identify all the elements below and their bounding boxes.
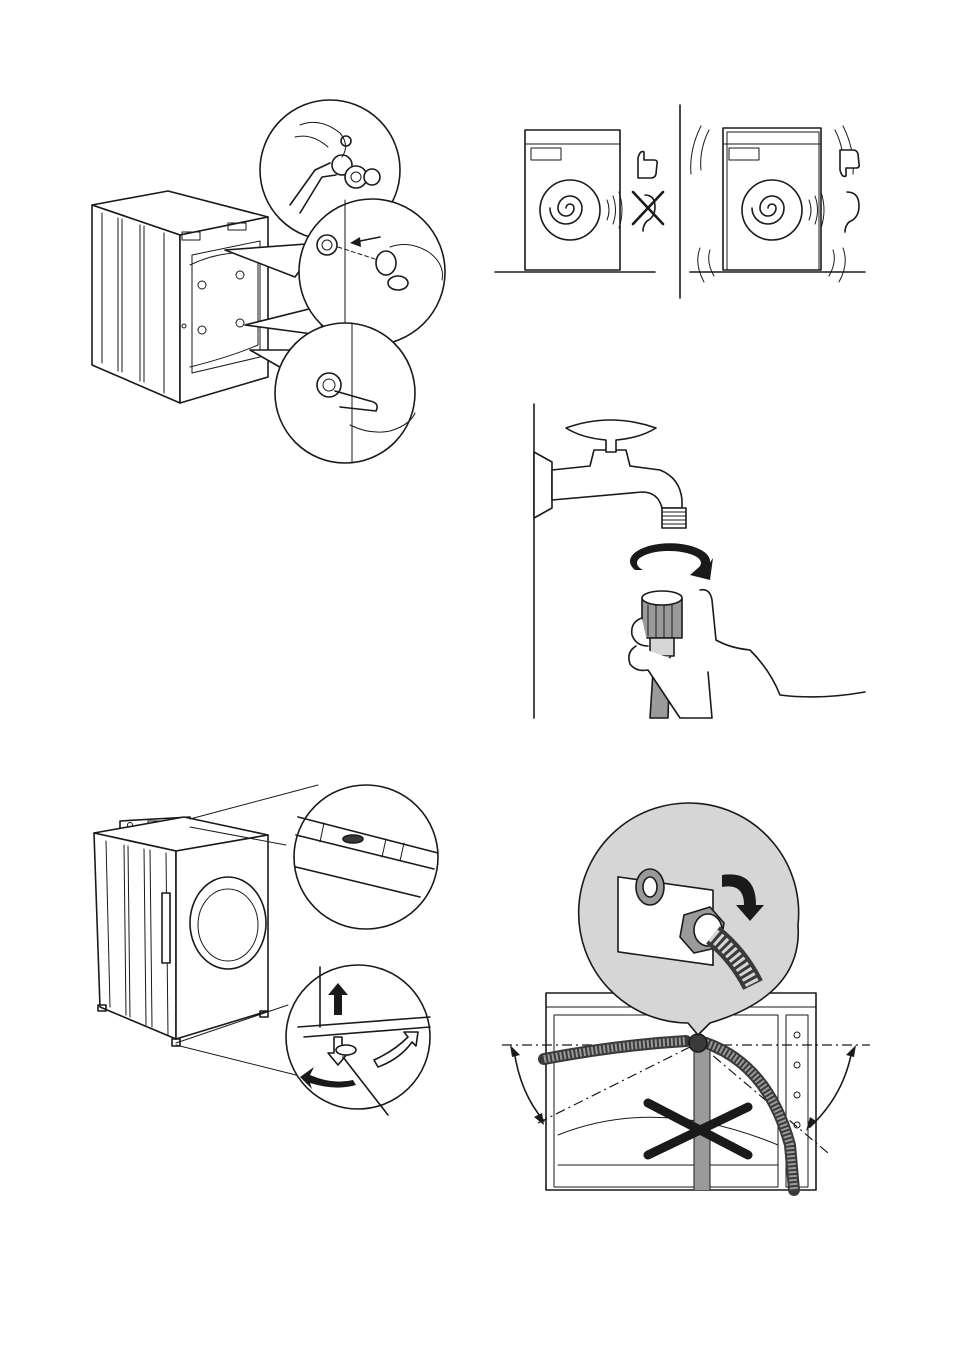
inlet-hose-orientation-icon	[498, 845, 873, 1190]
figure-stability-check	[495, 100, 870, 300]
figure-leveling	[88, 775, 443, 1115]
tap-hose-connection-icon	[530, 400, 875, 725]
transit-bolt-removal-icon	[80, 95, 460, 470]
vibration-comparison-icon	[495, 100, 870, 300]
figure-tap-connection	[530, 400, 875, 725]
figure-inlet-hose-angle	[498, 845, 873, 1190]
spirit-level-feet-icon	[88, 775, 443, 1115]
figure-transit-bolts	[80, 95, 460, 470]
